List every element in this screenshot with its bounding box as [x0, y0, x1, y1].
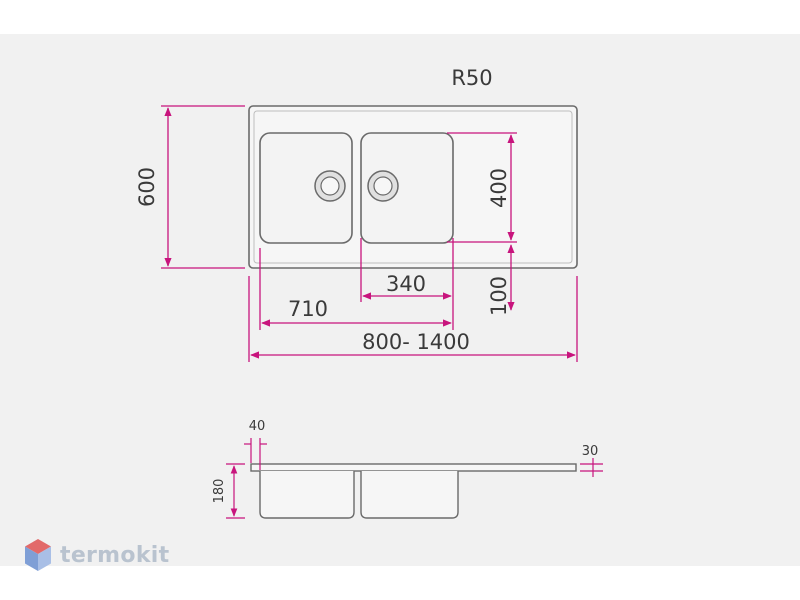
- side-right-bowl: [360, 471, 459, 519]
- left-drain-icon: [314, 170, 346, 202]
- top-dimension-lines: [161, 105, 578, 362]
- bowl-depth-label: 400: [487, 168, 511, 208]
- edge-label: 40: [249, 419, 266, 434]
- bowls-span-label: 710: [288, 297, 328, 321]
- watermark: termokit: [24, 537, 169, 573]
- side-top-plate: [250, 463, 577, 472]
- left-bowl: [259, 132, 353, 244]
- side-dimension-lines: [226, 438, 603, 519]
- right-bowl: [360, 132, 454, 244]
- top-view: [248, 105, 578, 269]
- depth-label: 600: [135, 167, 159, 207]
- side-view: [250, 463, 577, 519]
- hexagon-logo-icon: [25, 539, 51, 571]
- side-left-bowl: [259, 471, 355, 519]
- thickness-label: 30: [582, 444, 599, 459]
- bowl-width-label: 340: [386, 272, 426, 296]
- brand-name: termokit: [60, 542, 170, 568]
- right-drain-icon: [367, 170, 399, 202]
- radius-label: R50: [451, 66, 492, 90]
- sink-inner-rim: [253, 110, 573, 264]
- total-length-label: 800- 1400: [362, 330, 470, 354]
- bottom-margin-label: 100: [487, 276, 511, 316]
- bowl-height-label: 180: [212, 479, 227, 504]
